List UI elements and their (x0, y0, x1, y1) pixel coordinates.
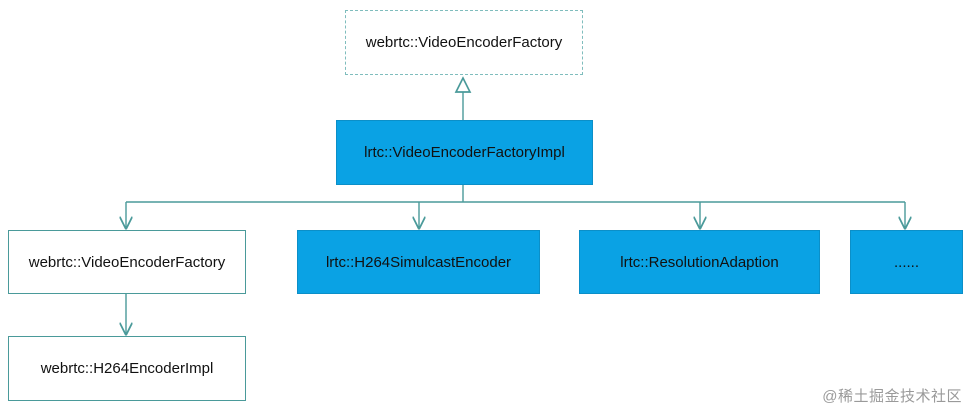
child-label-1: webrtc::VideoEncoderFactory (28, 253, 226, 271)
child-node-resolution-adaption: lrtc::ResolutionAdaption (579, 230, 820, 294)
impl-label: lrtc::VideoEncoderFactoryImpl (364, 144, 565, 161)
impl-node: lrtc::VideoEncoderFactoryImpl (336, 120, 593, 185)
child-label-2: lrtc::H264SimulcastEncoder (325, 253, 512, 271)
interface-label: webrtc::VideoEncoderFactory (365, 34, 563, 51)
grandchild-label: webrtc::H264EncoderImpl (40, 360, 214, 377)
child-node-webrtc-factory: webrtc::VideoEncoderFactory (8, 230, 246, 294)
interface-node: webrtc::VideoEncoderFactory (345, 10, 583, 75)
child-node-h264-simulcast: lrtc::H264SimulcastEncoder (297, 230, 540, 294)
watermark: @稀土掘金技术社区 (822, 388, 962, 405)
child-label-4: ...... (893, 253, 919, 271)
child-label-3: lrtc::ResolutionAdaption (620, 253, 779, 271)
child-node-ellipsis: ...... (850, 230, 963, 294)
grandchild-node: webrtc::H264EncoderImpl (8, 336, 246, 401)
